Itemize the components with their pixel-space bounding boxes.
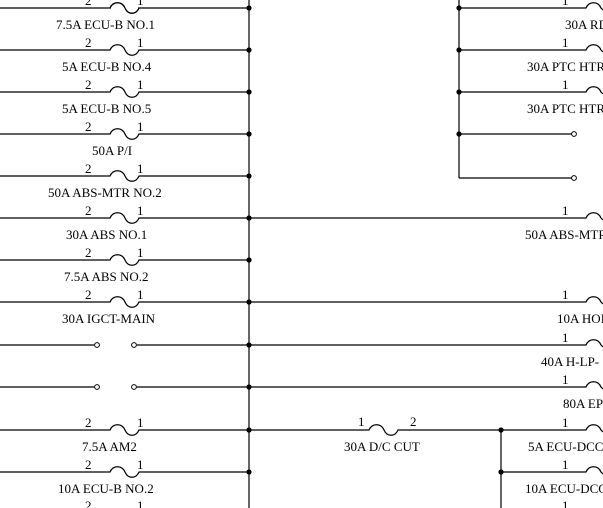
pin-right: 1 (562, 77, 569, 92)
right-empty-slot (456, 131, 577, 181)
pin-right: 1 (562, 203, 569, 218)
pin-left: 2 (85, 245, 92, 260)
pin-right: 1 (137, 203, 144, 218)
fuse-label: 30A IGCT-MAIN (62, 311, 156, 326)
right-fuse-h-lp: 1 40A H-LP- (249, 330, 603, 369)
fuse-label: 5A ECU-B NO.5 (62, 101, 151, 116)
right-fuse-hor: 1 10A HOR (249, 287, 603, 326)
right-fuse-ecu-dcc-5a: 1 5A ECU-DCC (501, 415, 603, 454)
junction-dot (246, 173, 252, 179)
pin-right: 1 (137, 287, 144, 302)
pin-left: 2 (85, 77, 92, 92)
fuse-row-ecu-b-no1: 2 1 7.5A ECU-B NO.1 (0, 0, 252, 32)
junction-dot (246, 469, 252, 475)
fuse-label: 30A PTC HTR (527, 101, 603, 116)
fuse-row-ecu-b-no5: 2 1 5A ECU-B NO.5 (0, 77, 252, 116)
pin-right: 2 (410, 414, 417, 429)
fuse-row-abs-no1: 2 1 30A ABS NO.1 (0, 203, 252, 242)
junction-dot (456, 5, 462, 11)
fuse-label: 7.5A ABS NO.2 (64, 269, 149, 284)
junction-dot (246, 89, 252, 95)
fuse-label: 50A P/I (92, 143, 132, 158)
pin-right: 1 (562, 330, 569, 345)
pin-right: 1 (562, 287, 569, 302)
pin-left: 2 (85, 119, 92, 134)
empty-slot-1 (0, 342, 252, 348)
pin-left: 2 (85, 203, 92, 218)
right-fuse-rd: 1 30A RD (456, 0, 603, 32)
pin-right: 1 (562, 498, 569, 508)
pin-right: 1 (137, 161, 144, 176)
fuse-label: 7.5A AM2 (82, 439, 137, 454)
pin-left: 2 (85, 415, 92, 430)
right-fuse-ecu-dcc-10a: 1 10A ECU-DCC (498, 457, 603, 496)
pin-right: 1 (562, 0, 569, 8)
fuse-label: 10A HOR (557, 311, 603, 326)
fuse-symbol (109, 2, 140, 14)
fuse-label: 80A EP (563, 396, 603, 411)
fuse-label: 30A PTC HTR (527, 59, 603, 74)
fuse-label: 40A H-LP- (541, 354, 599, 369)
pin-right: 1 (562, 457, 569, 472)
fuse-row-igct-main: 2 1 30A IGCT-MAIN (0, 287, 252, 326)
fuse-label: 7.5A ECU-B NO.1 (56, 17, 155, 32)
pin-right: 1 (137, 245, 144, 260)
pin-left: 2 (85, 161, 92, 176)
fuse-row-ecu-b-no4: 2 1 5A ECU-B NO.4 (0, 35, 252, 74)
fuse-label: 30A RD (565, 17, 603, 32)
fuse-row-ecu-b-no2: 2 1 10A ECU-B NO.2 (0, 457, 252, 496)
pin-right: 1 (562, 415, 569, 430)
fuse-label: 30A ABS NO.1 (66, 227, 147, 242)
right-fuse-partial-bottom: 1 (562, 498, 569, 508)
pin-left: 2 (85, 457, 92, 472)
pin-right: 1 (137, 415, 144, 430)
pin-left: 2 (85, 287, 92, 302)
fuse-label: 10A ECU-DCC (525, 481, 603, 496)
pin-right: 1 (562, 372, 569, 387)
fuse-row-partial-bottom: 2 1 (85, 498, 144, 508)
right-fuse-ep: 1 80A EP (249, 372, 603, 411)
pin-right: 1 (562, 35, 569, 50)
fuse-label: 50A ABS-MTR (525, 227, 603, 242)
junction-dot (456, 89, 462, 95)
fuse-label: 5A ECU-B NO.4 (62, 59, 152, 74)
pin-left: 2 (85, 0, 92, 8)
empty-slot-2 (0, 384, 252, 390)
pin-right: 1 (137, 0, 144, 8)
fuse-row-abs-mtr-no2: 2 1 50A ABS-MTR NO.2 (0, 161, 252, 200)
right-fuse-ptc-htr-1: 1 30A PTC HTR (456, 35, 603, 74)
pin-right: 1 (137, 457, 144, 472)
junction-dot (246, 5, 252, 11)
fuse-row-abs-no2: 2 1 7.5A ABS NO.2 (0, 245, 252, 284)
right-fuse-ptc-htr-2: 1 30A PTC HTR (456, 77, 603, 116)
pin-right: 1 (137, 498, 144, 508)
junction-dot (456, 47, 462, 53)
junction-dot (246, 131, 252, 137)
fuse-row-dc-cut: 1 2 30A D/C CUT (249, 414, 504, 454)
pin-left: 1 (358, 414, 365, 429)
pin-right: 1 (137, 35, 144, 50)
fuse-label: 5A ECU-DCC (528, 439, 603, 454)
pin-left: 2 (85, 35, 92, 50)
fuse-label: 50A ABS-MTR NO.2 (48, 185, 162, 200)
junction-dot (246, 47, 252, 53)
right-fuse-abs-mtr: 1 50A ABS-MTR (249, 203, 603, 242)
fuse-label: 30A D/C CUT (344, 439, 420, 454)
junction-dot (246, 257, 252, 263)
fuse-row-p-i: 2 1 50A P/I (0, 119, 252, 158)
junction-dot (456, 131, 462, 137)
junction-dot (498, 469, 504, 475)
fuse-label: 10A ECU-B NO.2 (58, 481, 154, 496)
pin-right: 1 (137, 119, 144, 134)
pin-left: 2 (85, 498, 92, 508)
pin-right: 1 (137, 77, 144, 92)
fuse-row-am2: 2 1 7.5A AM2 (0, 415, 252, 454)
